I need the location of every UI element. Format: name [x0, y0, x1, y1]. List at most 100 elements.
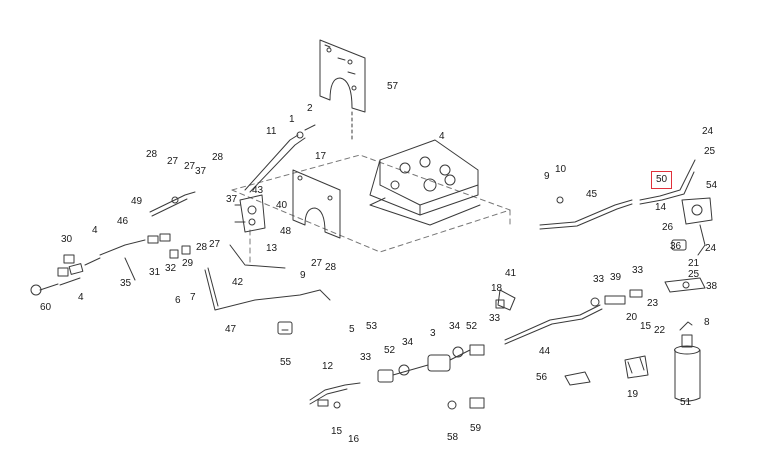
callout-13: 13 [266, 243, 278, 254]
callout-3: 3 [430, 328, 436, 339]
callout-59: 59 [470, 423, 482, 434]
callout-5: 5 [349, 324, 355, 335]
callout-9: 9 [300, 270, 306, 281]
callout-33: 33 [632, 265, 644, 276]
callout-49: 49 [131, 196, 143, 207]
callout-8: 8 [704, 317, 710, 328]
callout-24: 24 [705, 243, 717, 254]
callout-45: 45 [586, 189, 598, 200]
assembly-outline [231, 154, 511, 263]
callout-34: 34 [402, 337, 414, 348]
pipe-12 [309, 382, 361, 409]
callout-34: 34 [449, 321, 461, 332]
callout-41: 41 [505, 268, 517, 279]
callout-24: 24 [702, 126, 714, 137]
callout-2: 2 [307, 103, 313, 114]
callout-16: 16 [348, 434, 360, 445]
callout-32: 32 [165, 263, 177, 274]
callout-15: 15 [331, 426, 343, 437]
pipe-44 [504, 304, 603, 345]
callout-47: 47 [225, 324, 237, 335]
callout-29: 29 [182, 258, 194, 269]
callout-33: 33 [489, 313, 501, 324]
callout-35: 35 [120, 278, 132, 289]
silencer-line [377, 344, 485, 383]
callout-30: 30 [61, 234, 73, 245]
fittings-58 [447, 397, 485, 410]
mounting-bracket [319, 39, 366, 141]
callout-43: 43 [252, 185, 264, 196]
callout-39: 39 [610, 272, 622, 283]
callout-21: 21 [688, 258, 700, 269]
callout-25: 25 [704, 146, 716, 157]
callout-18: 18 [491, 283, 503, 294]
callout-22: 22 [654, 325, 666, 336]
support-plate [292, 169, 341, 239]
callout-27: 27 [311, 258, 323, 269]
callout-17: 17 [315, 151, 327, 162]
callout-27: 27 [209, 239, 221, 250]
callout-26: 26 [662, 222, 674, 233]
callout-28: 28 [196, 242, 208, 253]
pipe-50 [639, 159, 696, 205]
callout-12: 12 [322, 361, 334, 372]
callout-40: 40 [276, 200, 288, 211]
callout-31: 31 [149, 267, 161, 278]
filter-canister [674, 321, 701, 402]
bracket-19 [624, 355, 649, 379]
callout-28: 28 [325, 262, 337, 273]
callout-27: 27 [184, 161, 196, 172]
callout-6: 6 [175, 295, 181, 306]
callout-28: 28 [212, 152, 224, 163]
callout-19: 19 [627, 389, 639, 400]
clips-41 [495, 289, 516, 311]
clip-56 [564, 371, 591, 386]
upper-rods [244, 124, 316, 193]
callout-44: 44 [539, 346, 551, 357]
callout-7: 7 [190, 292, 196, 303]
fittings-30 [57, 254, 75, 277]
control-valve [234, 194, 266, 233]
lower-left-pipe [204, 244, 331, 311]
callout-50-highlighted: 50 [651, 171, 673, 189]
hose-left [149, 191, 196, 217]
callout-54: 54 [706, 180, 718, 191]
callout-4: 4 [92, 225, 98, 236]
pipe-45 [539, 196, 633, 230]
callout-27: 27 [167, 156, 179, 167]
callout-23: 23 [647, 298, 659, 309]
callout-52: 52 [466, 321, 478, 332]
callout-55: 55 [280, 357, 292, 368]
callout-53: 53 [366, 321, 378, 332]
callout-57: 57 [387, 81, 399, 92]
callout-1: 1 [289, 114, 295, 125]
callout-48: 48 [280, 226, 292, 237]
callout-33: 33 [360, 352, 372, 363]
fittings-39 [590, 289, 643, 307]
callout-28: 28 [146, 149, 158, 160]
callout-36: 36 [670, 241, 682, 252]
callout-60: 60 [40, 302, 52, 313]
callout-38: 38 [706, 281, 718, 292]
callout-58: 58 [447, 432, 459, 443]
callout-4: 4 [439, 131, 445, 142]
callout-15: 15 [640, 321, 652, 332]
callout-10: 10 [555, 164, 567, 175]
callout-33: 33 [593, 274, 605, 285]
callout-20: 20 [626, 312, 638, 323]
clip-55 [277, 321, 293, 335]
callout-37: 37 [226, 194, 238, 205]
callout-37: 37 [195, 166, 207, 177]
callout-4: 4 [78, 292, 84, 303]
callout-51: 51 [680, 397, 692, 408]
callout-14: 14 [655, 202, 667, 213]
callout-56: 56 [536, 372, 548, 383]
unit-14 [681, 197, 713, 256]
callout-9: 9 [544, 171, 550, 182]
callout-25: 25 [688, 269, 700, 280]
callout-46: 46 [117, 216, 129, 227]
left-fittings [30, 233, 191, 296]
right-fittings [664, 239, 706, 293]
callout-42: 42 [232, 277, 244, 288]
callout-11: 11 [266, 126, 277, 137]
